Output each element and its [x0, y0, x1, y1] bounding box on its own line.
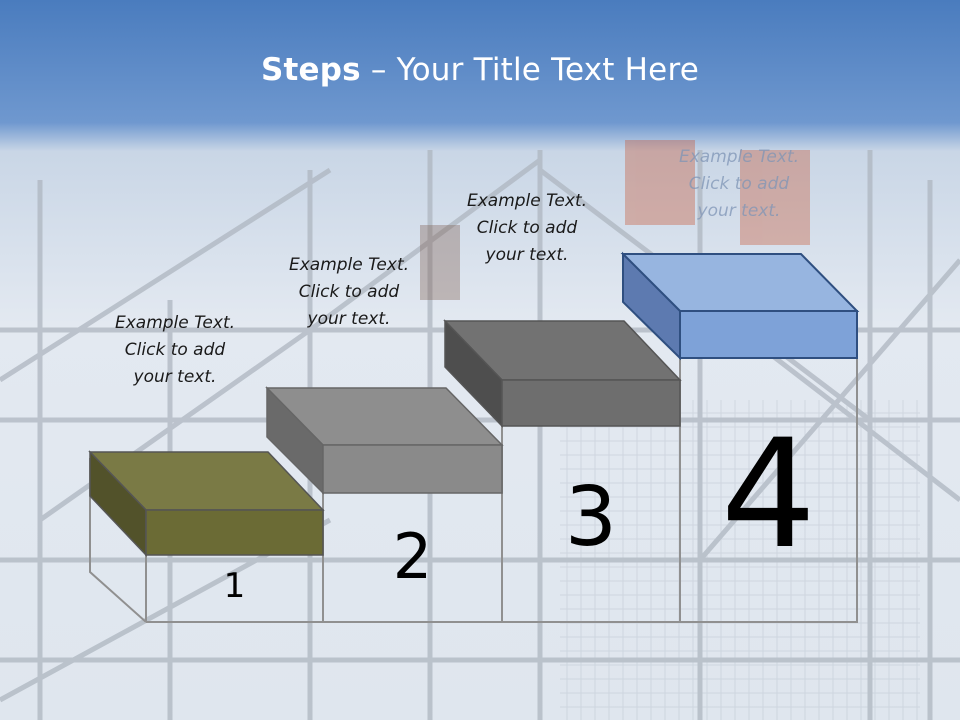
step-3-block[interactable] — [443, 319, 682, 428]
step-3-text[interactable]: Example Text. Click to add your text. — [466, 191, 588, 265]
step-2-block[interactable] — [265, 386, 504, 495]
step-1-block[interactable] — [88, 450, 325, 557]
step-4-number: 4 — [720, 408, 817, 582]
step-1-text[interactable]: Example Text. Click to add your text. — [114, 313, 236, 387]
step-2-text[interactable]: Example Text. Click to add your text. — [288, 255, 410, 329]
slide-title[interactable]: Steps – Your Title Text Here — [260, 52, 699, 88]
step-2-number: 2 — [392, 520, 433, 593]
step-4-block[interactable] — [620, 251, 860, 361]
step-1-number: 1 — [223, 566, 246, 606]
stairs-outline-base — [146, 355, 858, 623]
step-3-number: 3 — [564, 470, 618, 565]
step-4-text[interactable]: Example Text. Click to add your text. — [678, 147, 800, 221]
